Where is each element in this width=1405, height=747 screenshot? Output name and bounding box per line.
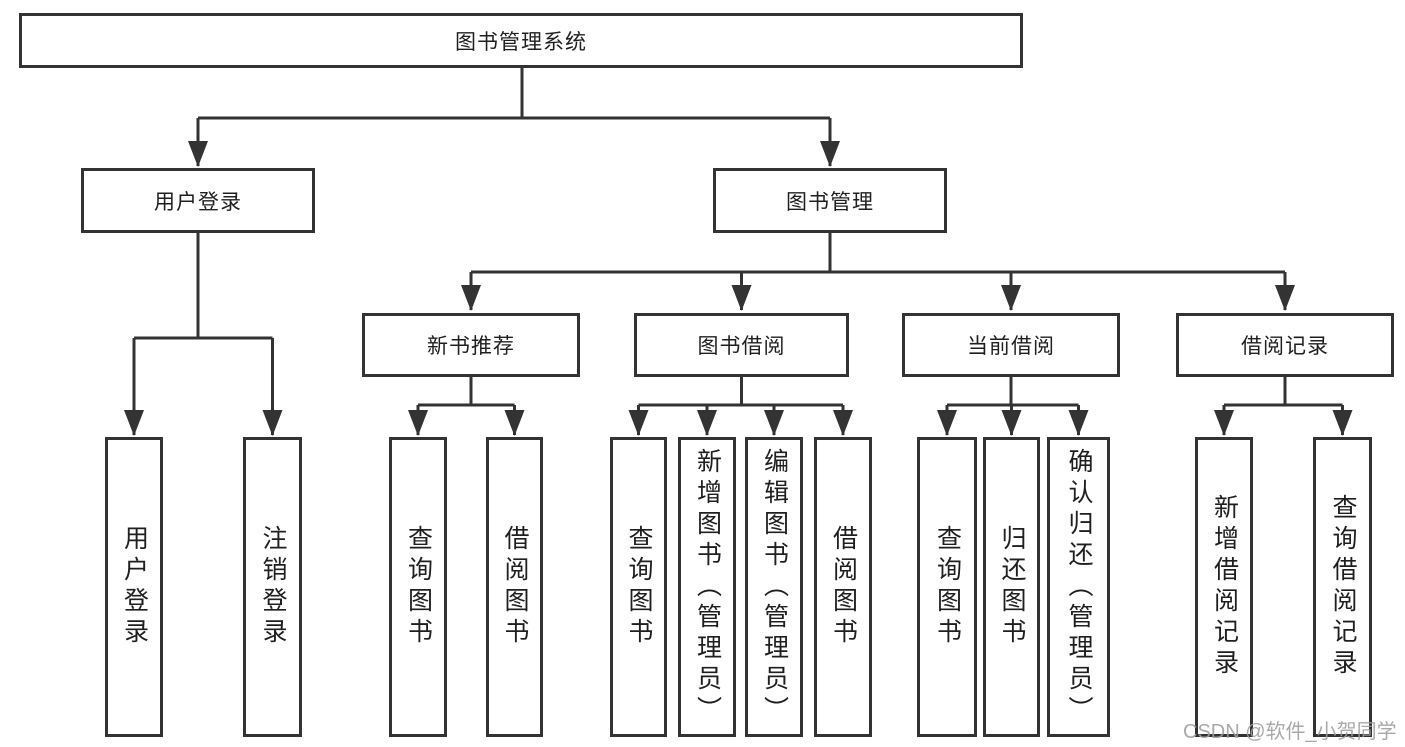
node-label: 确认归还（管理员）: [1065, 447, 1093, 727]
leaf-add-books-admin: 新增图书（管理员）: [678, 437, 736, 737]
node-user-login: 用户登录: [81, 168, 315, 233]
node-label: 图书管理系统: [455, 30, 587, 54]
connector-new-book-recommend-children: [408, 377, 525, 436]
node-book-management: 图书管理: [713, 168, 947, 233]
node-borrowing-records: 借阅记录: [1176, 313, 1394, 377]
node-label: 用户登录: [120, 525, 149, 649]
leaf-query-books-recommend: 查询图书: [389, 437, 447, 737]
node-new-book-recommend: 新书推荐: [362, 313, 580, 377]
node-label: 图书借阅: [697, 335, 786, 358]
node-book-borrowing: 图书借阅: [634, 313, 849, 377]
node-label: 借阅记录: [1241, 335, 1329, 358]
leaf-query-books-borrowing: 查询图书: [610, 437, 667, 737]
node-label: 借阅图书: [501, 525, 529, 649]
leaf-edit-books-admin: 编辑图书（管理员）: [745, 437, 803, 737]
leaf-borrow-books-recommend: 借阅图书: [486, 437, 543, 737]
node-label: 注销登录: [259, 525, 287, 649]
leaf-query-books-current: 查询图书: [917, 437, 977, 737]
node-label: 查询借阅记录: [1329, 494, 1357, 680]
node-label: 新书推荐: [427, 335, 515, 358]
connector-book-management-children: [461, 233, 1295, 311]
node-label: 用户登录: [154, 190, 242, 214]
node-label: 查询图书: [625, 525, 653, 649]
node-label: 编辑图书（管理员）: [760, 447, 789, 727]
leaf-return-books: 归还图书: [983, 437, 1040, 737]
leaf-user-login: 用户登录: [105, 437, 163, 737]
node-label: 新增图书（管理员）: [693, 447, 722, 727]
connector-root-to-level2: [188, 68, 840, 167]
node-label: 新增借阅记录: [1210, 494, 1239, 680]
connector-user-login-children: [124, 233, 283, 436]
leaf-confirm-return-admin: 确认归还（管理员）: [1047, 437, 1110, 737]
node-root-library-system: 图书管理系统: [19, 13, 1023, 68]
node-label: 查询图书: [404, 525, 433, 649]
leaf-borrow-books-borrowing: 借阅图书: [814, 437, 872, 737]
node-label: 查询图书: [933, 525, 962, 649]
leaf-add-borrowing-record: 新增借阅记录: [1195, 437, 1253, 737]
connector-borrowing-records-children: [1214, 377, 1353, 436]
leaf-query-borrowing-record: 查询借阅记录: [1313, 437, 1372, 737]
node-label: 当前借阅: [967, 335, 1055, 358]
csdn-watermark: CSDN @软件_小贺同学: [1183, 721, 1397, 743]
node-current-borrowing: 当前借阅: [902, 313, 1120, 377]
node-label: 借阅图书: [829, 525, 858, 649]
connector-current-borrowing-children: [937, 377, 1089, 436]
node-label: 归还图书: [998, 525, 1026, 649]
leaf-logout: 注销登录: [243, 437, 302, 737]
node-label: 图书管理: [786, 190, 874, 214]
connector-book-borrowing-children: [628, 377, 853, 436]
